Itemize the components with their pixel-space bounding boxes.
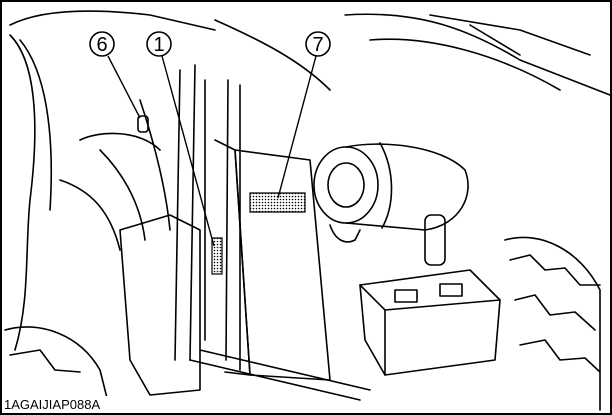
line-art: [4, 10, 611, 411]
leader-lines: [107, 55, 317, 247]
callout-7-text: 7: [312, 34, 323, 56]
leader-6: [107, 55, 141, 119]
decal-label-1: [211, 237, 223, 275]
figure-code: 1AGAIJIAP088A: [4, 397, 100, 412]
decal-label-7: [249, 192, 306, 213]
callout-6: 6: [89, 31, 115, 57]
leader-1: [161, 55, 215, 247]
callout-6-text: 6: [96, 34, 107, 56]
callout-7: 7: [305, 31, 331, 57]
leader-7: [277, 55, 317, 199]
callout-1: 1: [146, 31, 172, 57]
callout-1-text: 1: [153, 34, 164, 56]
